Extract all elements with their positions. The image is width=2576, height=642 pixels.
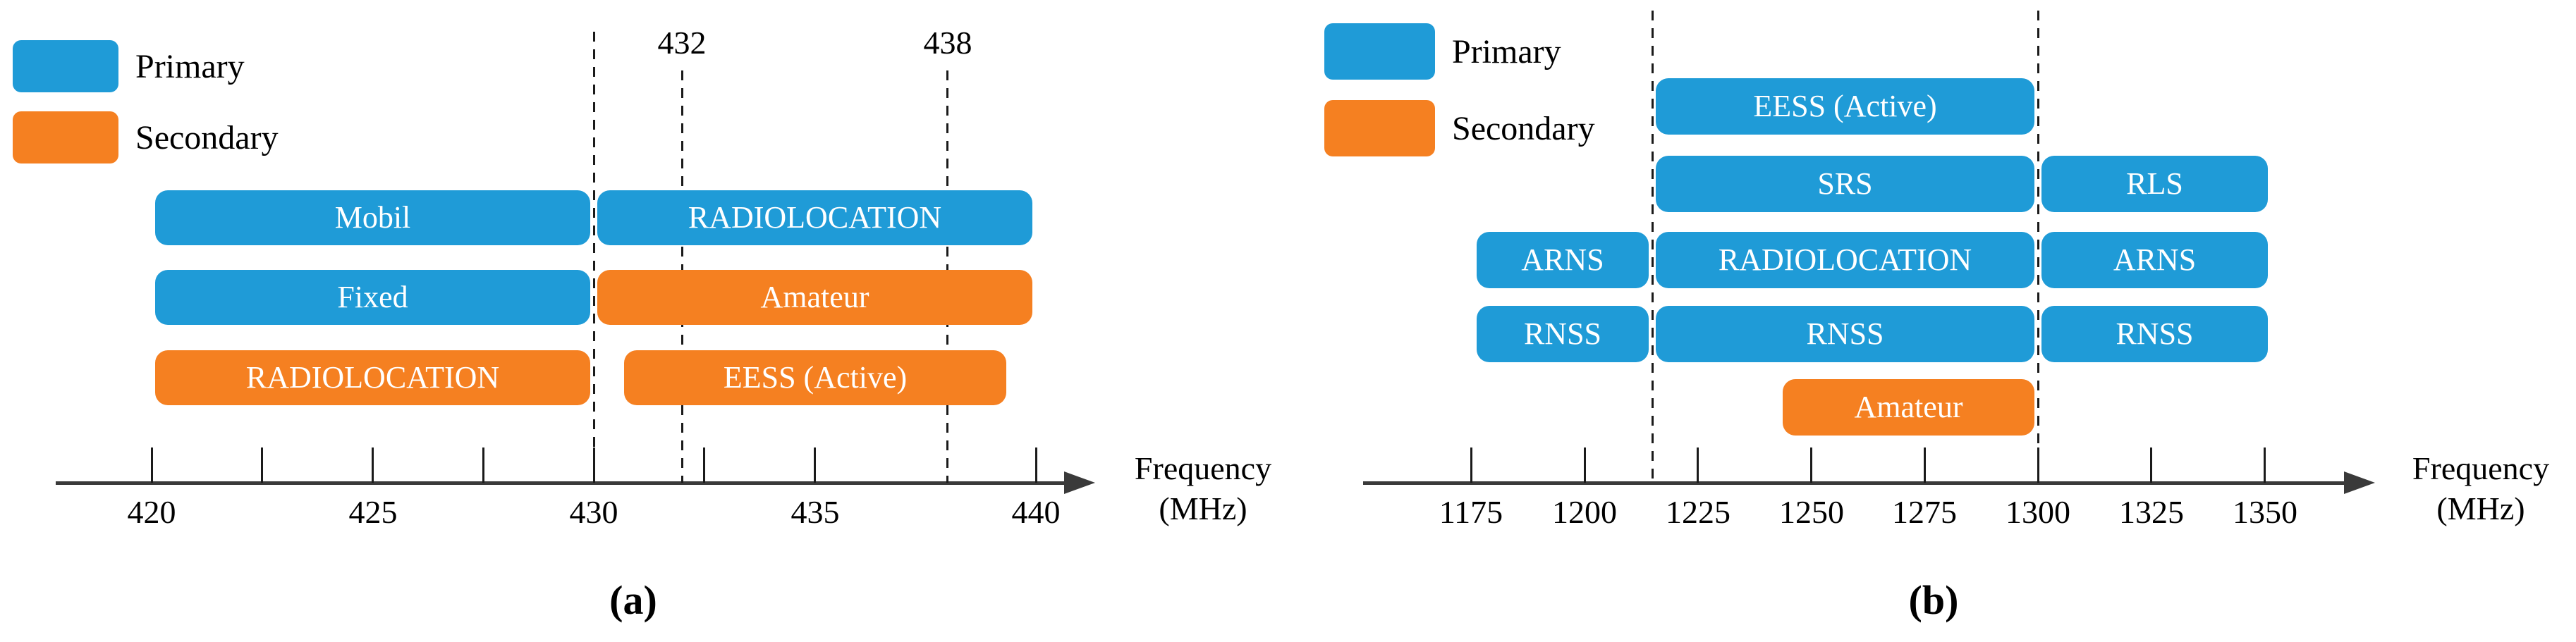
- boundary-dashed-line: [2037, 11, 2039, 483]
- band-eess-active: EESS (Active): [624, 350, 1006, 405]
- x-axis-title-panel-a: Frequency (MHz): [1123, 448, 1283, 529]
- legend-row-primary: Primary: [13, 40, 279, 92]
- band-amateur: Amateur: [597, 270, 1032, 325]
- axis-tick-label: 1225: [1666, 494, 1730, 530]
- band-radiolocation: RADIOLOCATION: [1656, 232, 2034, 288]
- axis-tick: [482, 447, 484, 483]
- axis-tick: [372, 447, 374, 483]
- secondary-color-swatch: [1324, 100, 1435, 156]
- x-axis-arrow-icon: [1064, 471, 1095, 494]
- axis-tick-label: 1350: [2233, 494, 2297, 530]
- axis-tick: [1697, 447, 1699, 483]
- legend-row-secondary: Secondary: [1324, 100, 1595, 156]
- axis-tick-label: 1250: [1779, 494, 1844, 530]
- band-rnss: RNSS: [1656, 306, 2034, 362]
- axis-tick: [1584, 447, 1586, 483]
- axis-tick-label: 435: [790, 494, 840, 530]
- x-axis-title-line1: Frequency: [2412, 450, 2550, 486]
- axis-tick: [1810, 447, 1812, 483]
- axis-tick-label: 1200: [1552, 494, 1617, 530]
- legend-label-secondary: Secondary: [1452, 109, 1595, 147]
- primary-color-swatch: [1324, 23, 1435, 80]
- panel-b-caption: (b): [1908, 577, 1959, 623]
- legend-label-primary: Primary: [1452, 32, 1561, 70]
- x-axis-line-panel-a: [56, 481, 1067, 485]
- axis-tick-label: 1275: [1892, 494, 1957, 530]
- band-srs: SRS: [1656, 156, 2034, 212]
- axis-tick: [703, 447, 705, 483]
- axis-tick: [814, 447, 816, 483]
- boundary-dashed-line: [593, 32, 595, 483]
- axis-tick-label: 1300: [2006, 494, 2070, 530]
- boundary-frequency-label: 438: [923, 25, 972, 61]
- axis-tick-label: 1175: [1439, 494, 1503, 530]
- band-rls: RLS: [2041, 156, 2268, 212]
- x-axis-title-line2: (MHz): [1159, 490, 1247, 526]
- axis-tick: [1470, 447, 1472, 483]
- band-arns: ARNS: [2041, 232, 2268, 288]
- panel-a-caption: (a): [609, 577, 657, 623]
- primary-color-swatch: [13, 40, 118, 92]
- band-eess-active: EESS (Active): [1656, 78, 2034, 135]
- axis-tick-label: 430: [569, 494, 618, 530]
- x-axis-line-panel-b: [1363, 481, 2347, 485]
- legend-panel-a: Primary Secondary: [13, 40, 279, 183]
- legend-row-primary: Primary: [1324, 23, 1595, 80]
- axis-tick: [2150, 447, 2152, 483]
- band-fixed: Fixed: [155, 270, 590, 325]
- x-axis-title-panel-b: Frequency (MHz): [2396, 448, 2565, 529]
- band-radiolocation: RADIOLOCATION: [155, 350, 590, 405]
- band-mobil: Mobil: [155, 190, 590, 245]
- axis-tick: [261, 447, 263, 483]
- legend-label-secondary: Secondary: [135, 118, 279, 156]
- axis-tick-label: 425: [348, 494, 398, 530]
- band-arns: ARNS: [1477, 232, 1649, 288]
- legend-label-primary: Primary: [135, 47, 245, 85]
- axis-tick-label: 1325: [2119, 494, 2184, 530]
- axis-tick: [1035, 447, 1037, 483]
- axis-tick-label: 440: [1011, 494, 1061, 530]
- band-rnss: RNSS: [2041, 306, 2268, 362]
- boundary-frequency-label: 432: [657, 25, 707, 61]
- axis-tick: [1924, 447, 1926, 483]
- x-axis-title-line2: (MHz): [2436, 490, 2525, 526]
- band-amateur: Amateur: [1783, 379, 2034, 436]
- secondary-color-swatch: [13, 111, 118, 163]
- boundary-dashed-line: [1652, 11, 1654, 483]
- axis-tick: [2264, 447, 2266, 483]
- band-rnss: RNSS: [1477, 306, 1649, 362]
- x-axis-title-line1: Frequency: [1134, 450, 1272, 486]
- band-radiolocation: RADIOLOCATION: [597, 190, 1032, 245]
- axis-tick-label: 420: [127, 494, 176, 530]
- legend-row-secondary: Secondary: [13, 111, 279, 163]
- legend-panel-b: Primary Secondary: [1324, 23, 1595, 177]
- axis-tick: [151, 447, 153, 483]
- x-axis-arrow-icon: [2344, 471, 2375, 494]
